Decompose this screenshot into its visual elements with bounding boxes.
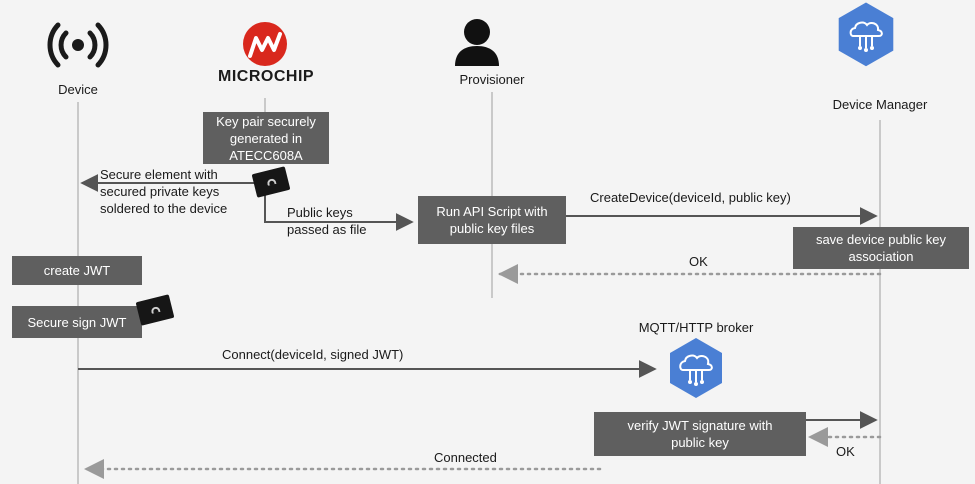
box-save-line-2: association — [848, 249, 914, 264]
label-ok-1: OK — [689, 254, 708, 269]
participant-device: Device — [58, 82, 98, 97]
box-run-api-line-1: Run API Script with — [436, 204, 548, 219]
box-create-jwt-label: create JWT — [43, 263, 111, 278]
box-create-jwt: create JWT — [12, 256, 142, 285]
participant-provisioner: Provisioner — [459, 72, 525, 87]
box-save-line-1: save device public key — [815, 232, 947, 247]
chip-mark-icon — [149, 306, 161, 314]
person-icon — [455, 19, 499, 66]
label-secure-element-line-1: Secure element with — [100, 167, 218, 182]
label-connected: Connected — [434, 450, 497, 465]
label-public-keys: Public keys passed as file — [287, 204, 367, 238]
box-verify-jwt: verify JWT signature with public key — [594, 412, 806, 456]
label-secure-element-line-3: soldered to the device — [100, 201, 228, 216]
chip-mark-icon — [265, 178, 277, 186]
label-create-device: CreateDevice(deviceId, public key) — [590, 190, 791, 205]
label-public-keys-line-2: passed as file — [287, 222, 367, 237]
box-key-pair-line-2: generated in — [229, 130, 303, 146]
label-public-keys-line-1: Public keys — [287, 205, 353, 220]
box-save-association: save device public key association — [793, 227, 969, 269]
box-verify-line-1: verify JWT signature with — [627, 418, 773, 433]
participant-device-manager: Device Manager — [832, 97, 928, 112]
box-verify-line-2: public key — [671, 435, 729, 450]
microchip-wordmark: Microchip — [218, 68, 315, 85]
participant-broker: MQTT/HTTP broker — [638, 320, 754, 335]
box-secure-sign: Secure sign JWT — [12, 306, 142, 338]
box-secure-sign-label: Secure sign JWT — [27, 314, 127, 330]
microchip-logo — [243, 22, 287, 66]
cloud-iot-icon — [838, 2, 894, 67]
box-key-pair-line-3: ATECC608A — [229, 147, 303, 163]
box-run-api-line-2: public key files — [449, 221, 535, 236]
box-key-pair-line-1: Key pair securely — [216, 113, 316, 129]
cloud-iot-icon — [670, 338, 722, 398]
label-connect: Connect(deviceId, signed JWT) — [222, 347, 404, 362]
box-key-pair: Key pair securely generated in ATECC608A — [203, 112, 329, 164]
arrow-public-keys — [264, 190, 414, 231]
broadcast-signal-icon — [47, 22, 109, 68]
label-ok-2: OK — [836, 444, 855, 459]
participant-microchip: Microchip — [218, 68, 314, 86]
box-run-api: Run API Script with public key files — [418, 196, 566, 244]
label-secure-element-line-2: secured private keys — [100, 184, 220, 199]
label-secure-element: Secure element with secured private keys… — [100, 166, 227, 217]
